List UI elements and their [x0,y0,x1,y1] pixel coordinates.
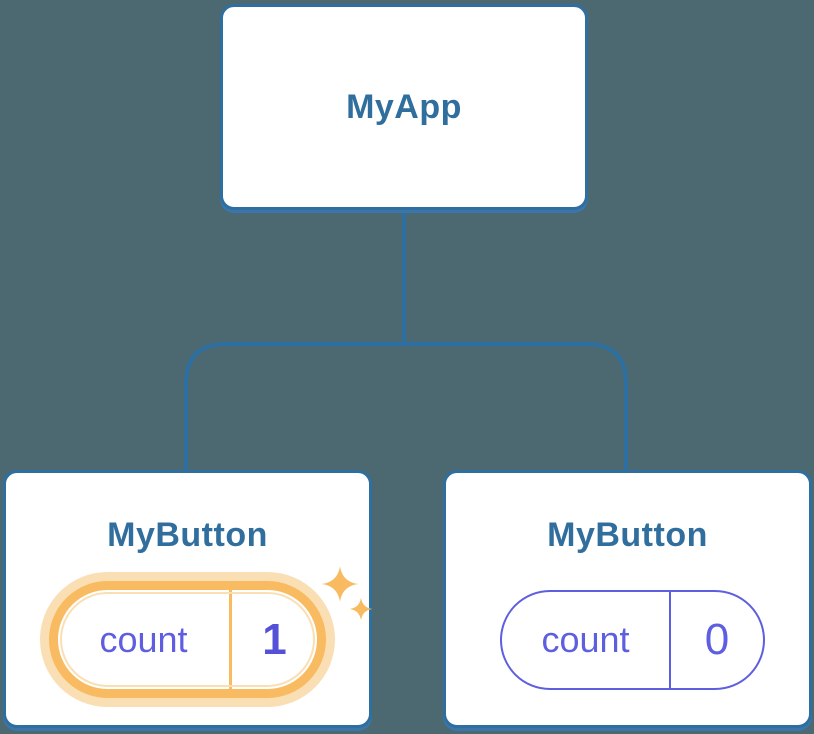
state-key-cell: count [58,590,229,689]
state-key-label: count [99,618,188,660]
state-key-cell: count [502,592,669,688]
state-value-label: 1 [262,614,287,664]
root-component-card: MyApp [220,4,588,210]
state-value-cell: 1 [229,590,317,689]
child-component-label: MyButton [547,516,708,554]
state-key-label: count [541,619,630,660]
state-value-label: 0 [704,615,730,664]
child-component-label: MyButton [107,516,268,554]
child-component-card-highlighted: MyButton count 1 [3,470,373,728]
state-pill-highlighted: count 1 [49,581,326,698]
root-component-label: MyApp [346,87,462,126]
sparkles-icon [322,566,373,621]
state-pill: count 0 [500,590,765,690]
child-component-card: MyButton count 0 [443,470,812,728]
connector-children-bracket [184,342,628,470]
state-value-cell: 0 [669,592,763,688]
